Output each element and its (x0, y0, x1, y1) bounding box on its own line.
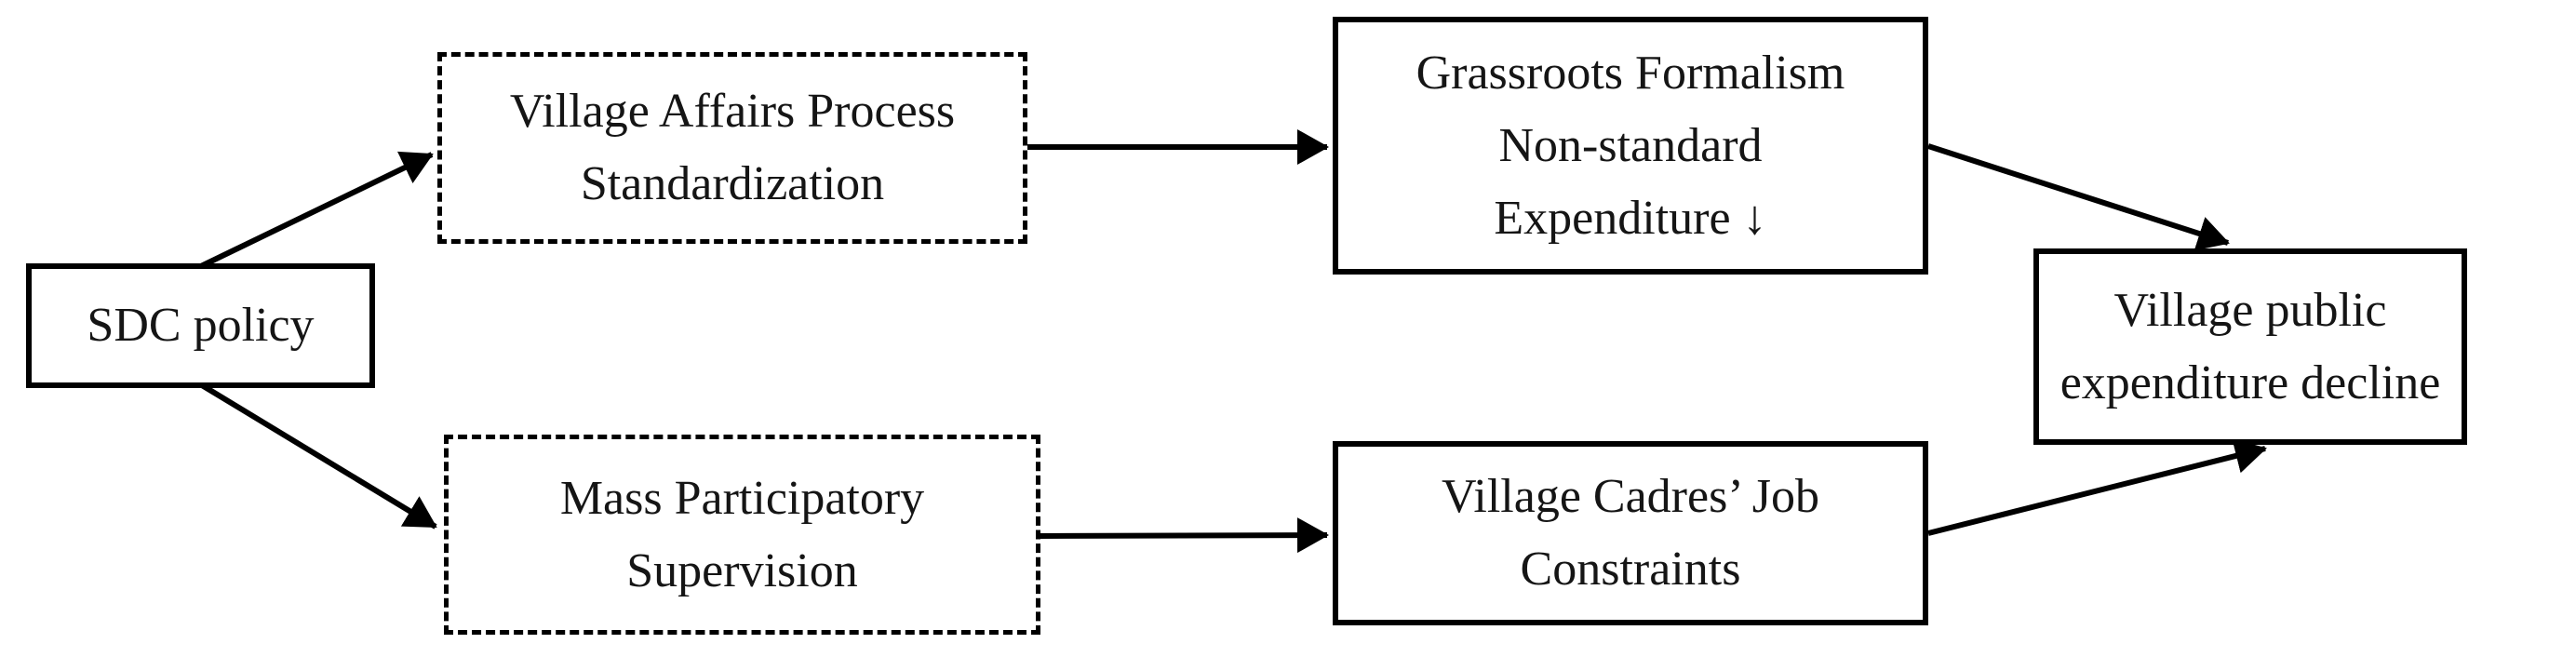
node-village-affairs-process-standardization: Village Affairs Process Standardization (437, 52, 1027, 244)
node-label-line: Supervision (626, 543, 858, 597)
node-label-line: Standardization (580, 157, 885, 210)
node-label-line: SDC policy (87, 299, 315, 352)
arrow-grassroots-to-decline (1927, 143, 2230, 251)
arrow-cadres-to-decline (1927, 438, 2267, 536)
node-village-public-expenditure-decline: Village public expenditure decline (2033, 248, 2467, 445)
node-label-line: expenditure decline (2059, 355, 2441, 409)
arrow-sdc-policy-to-village-affairs (199, 151, 434, 269)
node-label-line: Non-standard (1498, 118, 1763, 172)
node-label-line: Village public (2113, 283, 2387, 337)
node-label-line: Mass Participatory (559, 471, 925, 525)
node-label-line: Grassroots Formalism (1415, 46, 1845, 100)
arrow-mass-supervision-to-cadres (1040, 517, 1329, 554)
arrow-sdc-policy-to-mass-supervision (200, 382, 437, 530)
node-label-line: Village Cadres’ Job (1441, 470, 1820, 523)
node-label-line: Village Affairs Process (509, 85, 956, 138)
node-label-line: Expenditure ↓ (1494, 191, 1767, 245)
node-village-cadres-job-constraints: Village Cadres’ Job Constraints (1333, 441, 1928, 625)
node-sdc-policy: SDC policy (26, 263, 375, 388)
node-grassroots-formalism-expenditure: Grassroots Formalism Non-standard Expend… (1333, 17, 1928, 275)
node-mass-participatory-supervision: Mass Participatory Supervision (444, 435, 1040, 635)
node-label-line: Constraints (1520, 543, 1741, 596)
